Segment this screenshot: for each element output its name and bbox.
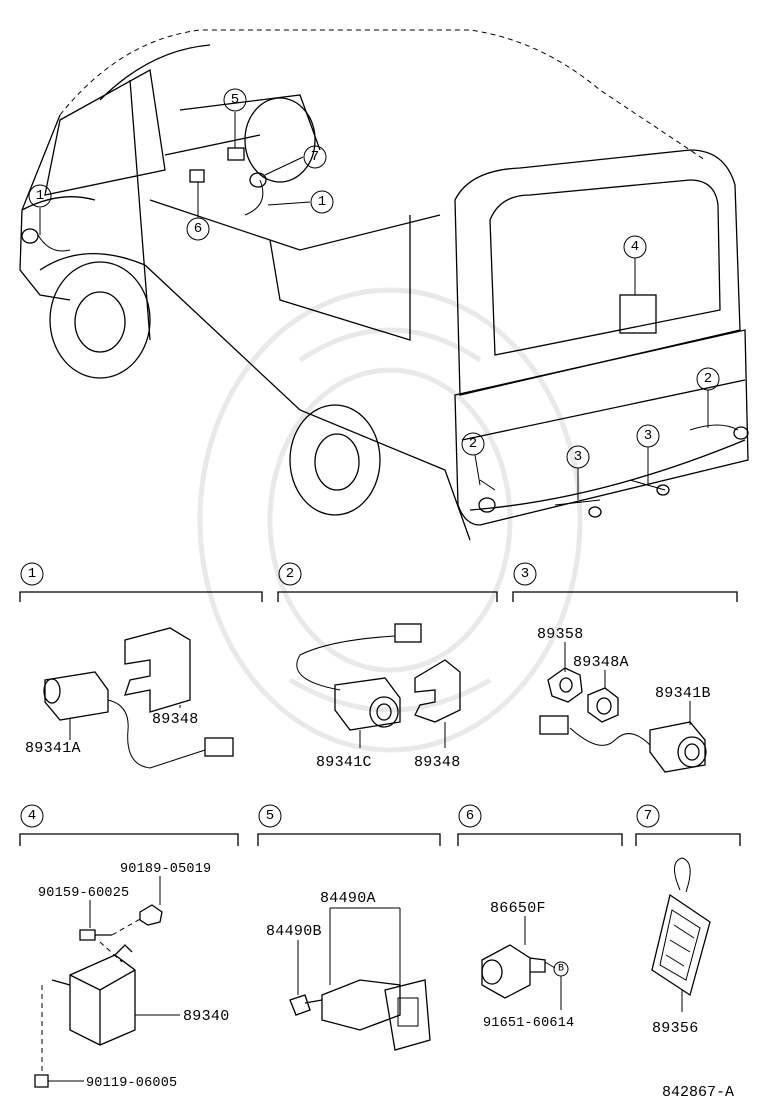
part-label-90119-06005: 90119-06005 — [86, 1076, 177, 1091]
section-3: 3 89358 89348A 89341B — [512, 562, 738, 773]
bolt-90159-drawing — [79, 929, 112, 941]
bolt-90119-drawing — [34, 1074, 49, 1088]
section-2: 2 89341C 89348 — [277, 562, 498, 771]
sensor-89341A-drawing — [44, 671, 109, 721]
svg-text:5: 5 — [231, 92, 239, 108]
section-5-marker — [258, 804, 282, 828]
callout-2-left: 2 — [461, 432, 485, 456]
section-4-bracket — [19, 833, 239, 846]
svg-text:3: 3 — [521, 566, 529, 582]
svg-text:4: 4 — [28, 808, 36, 824]
part-label-89340: 89340 — [183, 1008, 230, 1025]
ring-89348A-drawing — [587, 687, 619, 723]
svg-text:3: 3 — [644, 428, 652, 444]
connector-89341C-drawing — [394, 623, 422, 643]
section-7-bracket — [635, 833, 741, 846]
part-label-89358: 89358 — [537, 626, 584, 643]
buzzer-86650F-drawing — [481, 944, 531, 999]
part-label-84490A: 84490A — [320, 890, 376, 907]
callout-1-dash: 1 — [310, 190, 334, 214]
switch-body-84490A-drawing — [321, 979, 401, 1031]
svg-text:1: 1 — [318, 194, 326, 210]
part-label-90159-60025: 90159-60025 — [38, 886, 129, 901]
ecu-89340-drawing — [69, 954, 136, 1046]
callout-7: 7 — [303, 145, 327, 169]
svg-text:7: 7 — [644, 808, 652, 824]
svg-text:4: 4 — [631, 239, 639, 255]
section-1-bracket — [19, 591, 263, 602]
section-6-marker — [458, 804, 482, 828]
part-label-90189-05019: 90189-05019 — [120, 862, 211, 877]
svg-text:2: 2 — [469, 436, 477, 452]
diagram-code: 842867-A — [662, 1084, 734, 1101]
part-label-84490B: 84490B — [266, 923, 322, 940]
clip-84490B-drawing — [289, 994, 323, 1016]
callout-3-left: 3 — [566, 445, 590, 469]
section-4-marker — [20, 804, 44, 828]
callout-6: 6 — [186, 217, 210, 241]
callout-4: 4 — [623, 235, 647, 259]
svg-text:6: 6 — [194, 221, 202, 237]
nut-89358-drawing — [547, 667, 583, 703]
bracket-89348-s2-drawing — [414, 659, 461, 723]
connector-89341B-drawing — [539, 715, 569, 735]
part-label-89341C: 89341C — [316, 754, 372, 771]
part-label-89341A: 89341A — [25, 740, 81, 757]
svg-text:1: 1 — [36, 188, 44, 204]
svg-text:2: 2 — [286, 566, 294, 582]
switch-face-84490A-drawing — [384, 979, 431, 1051]
svg-text:5: 5 — [266, 808, 274, 824]
svg-text:3: 3 — [574, 449, 582, 465]
svg-text:7: 7 — [311, 149, 319, 165]
section-6: 6 86650F B 91651-60614 — [457, 804, 623, 1031]
part-label-89348-s1: 89348 — [152, 711, 199, 728]
part-label-89341B: 89341B — [655, 685, 711, 702]
section-1-marker — [20, 562, 44, 586]
callout-5: 5 — [223, 88, 247, 112]
part-label-91651-60614: 91651-60614 — [483, 1016, 574, 1031]
svg-text:2: 2 — [704, 371, 712, 387]
sensor-89341C-drawing — [334, 677, 401, 731]
section-4: 4 90189-05019 90159-60025 89340 90119-06… — [19, 804, 239, 1091]
sensor-89341B-drawing — [649, 721, 706, 773]
section-6-bracket — [457, 833, 623, 846]
svg-text:B: B — [558, 964, 564, 975]
section-7: 7 89356 — [635, 804, 741, 1037]
connector-89341A-drawing — [204, 737, 234, 757]
section-2-bracket — [277, 591, 498, 602]
part-label-86650F: 86650F — [490, 900, 546, 917]
svg-text:6: 6 — [466, 808, 474, 824]
callout-2-right: 2 — [696, 367, 720, 391]
svg-text:1: 1 — [28, 566, 36, 582]
part-label-89348A: 89348A — [573, 654, 629, 671]
callout-3-right: 3 — [636, 424, 660, 448]
section-5-bracket — [257, 833, 441, 846]
part-label-89348-s2: 89348 — [414, 754, 461, 771]
section-1: 1 89348 89341A — [19, 562, 263, 769]
nut-90189-drawing — [139, 904, 163, 926]
tag-string-drawing — [674, 857, 691, 893]
section-5: 5 84490A 84490B — [257, 804, 441, 1051]
section-3-marker — [513, 562, 537, 586]
section-3-bracket — [512, 591, 738, 602]
section-7-marker — [636, 804, 660, 828]
section-2-marker — [278, 562, 302, 586]
callout-1-front: 1 — [28, 184, 52, 208]
tag-89356-drawing — [651, 893, 711, 997]
van-overview-drawing — [19, 29, 749, 541]
part-label-89356: 89356 — [652, 1020, 699, 1037]
watermark-emblem — [197, 287, 583, 753]
bracket-89348-drawing — [124, 627, 191, 713]
